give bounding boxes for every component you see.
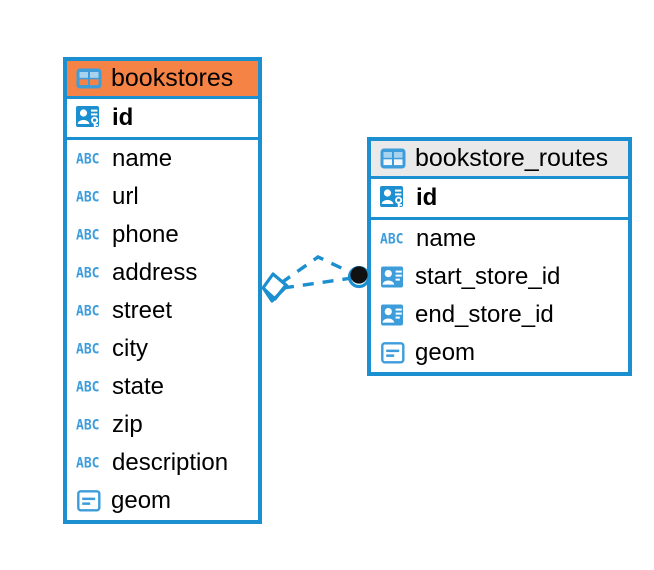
field-row-end-store-id[interactable]: end_store_id xyxy=(371,296,628,334)
abc-text-icon: ABC xyxy=(76,340,100,358)
abc-text-icon: ABC xyxy=(380,230,404,248)
geometry-icon xyxy=(76,490,103,512)
field-row-description[interactable]: ABC description xyxy=(67,444,258,482)
abc-text-icon: ABC xyxy=(76,416,100,434)
field-row-name[interactable]: ABC name xyxy=(67,140,258,178)
field-label: name xyxy=(112,144,173,172)
field-label: state xyxy=(112,372,165,400)
field-row-start-store-id[interactable]: start_store_id xyxy=(371,258,628,296)
primary-key-icon xyxy=(380,185,408,211)
field-row-zip[interactable]: ABC zip xyxy=(67,406,258,444)
foreign-key-icon xyxy=(380,304,407,326)
abc-text-icon: ABC xyxy=(76,454,100,472)
field-row-state[interactable]: ABC state xyxy=(67,368,258,406)
field-row-address[interactable]: ABC address xyxy=(67,254,258,292)
field-row-url[interactable]: ABC url xyxy=(67,178,258,216)
foreign-key-icon xyxy=(380,266,407,288)
field-label: id xyxy=(112,103,134,131)
field-label: name xyxy=(416,224,477,252)
abc-text-icon: ABC xyxy=(76,226,100,244)
entity-table-bookstore-routes[interactable]: bookstore_routes xyxy=(367,137,632,377)
entity-header-bookstore-routes[interactable]: bookstore_routes xyxy=(371,141,628,177)
field-label: end_store_id xyxy=(415,300,554,328)
field-label: address xyxy=(112,258,198,286)
primary-key-section-bookstores: id xyxy=(67,96,258,141)
field-row-id[interactable]: id xyxy=(371,179,628,217)
entity-name-label: bookstores xyxy=(111,64,234,92)
entity-header-bookstores[interactable]: bookstores xyxy=(67,61,258,97)
field-row-phone[interactable]: ABC phone xyxy=(67,216,258,254)
geometry-icon xyxy=(380,342,407,364)
field-row-city[interactable]: ABC city xyxy=(67,330,258,368)
field-label: id xyxy=(416,183,438,211)
abc-text-icon: ABC xyxy=(76,188,100,206)
diamond-marker xyxy=(261,272,289,303)
abc-text-icon: ABC xyxy=(76,264,100,282)
primary-key-section-bookstore-routes: id xyxy=(371,176,628,221)
field-label: geom xyxy=(415,338,476,366)
field-label: city xyxy=(112,334,148,362)
field-row-name[interactable]: ABC name xyxy=(371,220,628,258)
field-row-id[interactable]: id xyxy=(67,99,258,137)
table-grid-icon xyxy=(380,148,406,169)
field-row-geom[interactable]: geom xyxy=(67,482,258,520)
field-label: url xyxy=(112,182,139,210)
field-label: start_store_id xyxy=(415,262,561,290)
field-list-bookstore-routes: ABC name start_store_id xyxy=(371,220,628,373)
table-grid-icon xyxy=(76,68,102,89)
field-label: description xyxy=(112,448,229,476)
field-label: phone xyxy=(112,220,179,248)
filled-circle-marker xyxy=(347,265,371,289)
field-label: zip xyxy=(112,410,143,438)
field-row-geom[interactable]: geom xyxy=(371,334,628,372)
primary-key-icon xyxy=(76,105,104,131)
entity-table-bookstores[interactable]: bookstores id xyxy=(63,57,262,525)
relationship-line-straight xyxy=(282,276,353,290)
abc-text-icon: ABC xyxy=(76,150,100,168)
entity-name-label: bookstore_routes xyxy=(415,144,609,172)
relationship-line-peak xyxy=(280,255,355,285)
field-label: street xyxy=(112,296,173,324)
abc-text-icon: ABC xyxy=(76,378,100,396)
field-list-bookstores: ABC name ABC url ABC phone ABC address A… xyxy=(67,140,258,521)
abc-text-icon: ABC xyxy=(76,302,100,320)
field-row-street[interactable]: ABC street xyxy=(67,292,258,330)
field-label: geom xyxy=(111,486,172,514)
